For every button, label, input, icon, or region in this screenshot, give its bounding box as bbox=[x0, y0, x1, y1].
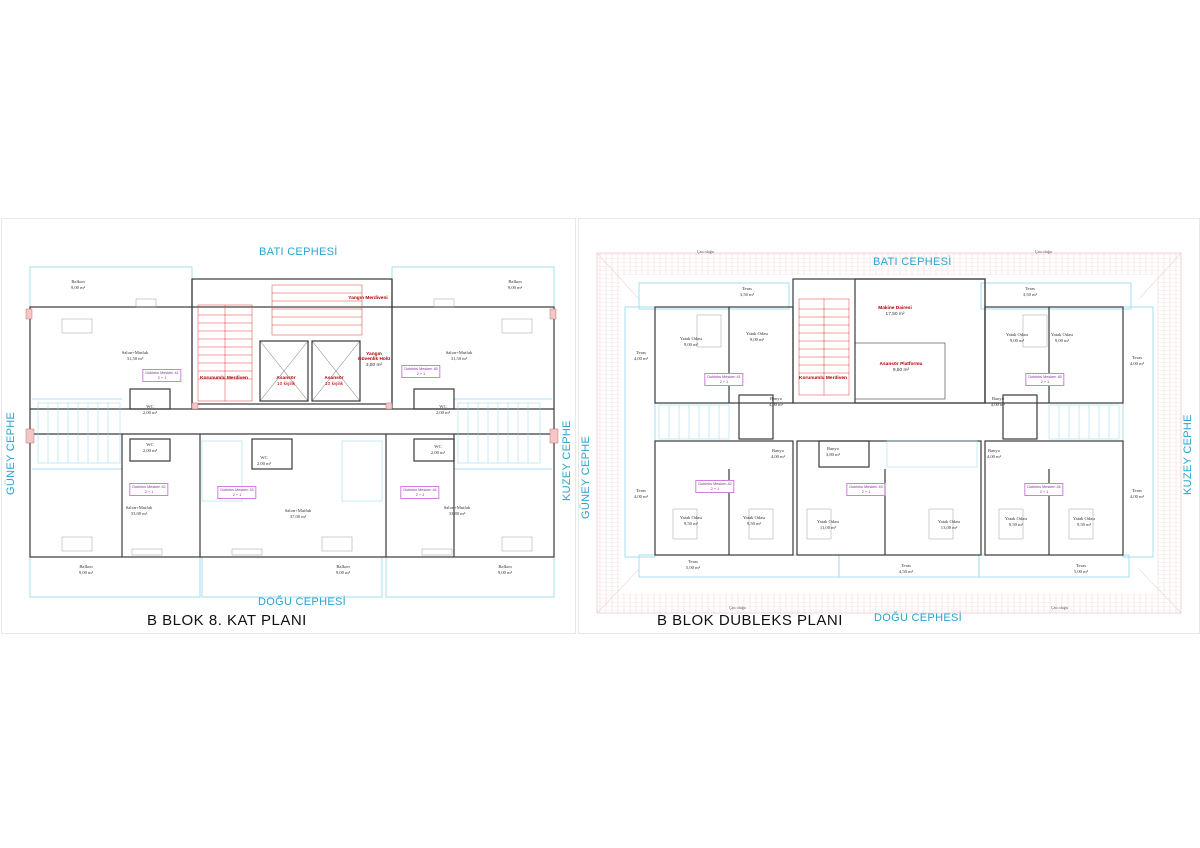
columns bbox=[25, 308, 559, 444]
west-facade-label: BATI CEPHESİ bbox=[259, 246, 338, 258]
south-facade-label: GÜNEY CEPHE bbox=[5, 411, 17, 495]
south-facade-label: GÜNEY CEPHE bbox=[580, 435, 592, 519]
east-facade-label: DOĞU CEPHESİ bbox=[258, 596, 346, 608]
side-stairs bbox=[37, 402, 541, 502]
lift-platform-box bbox=[854, 342, 946, 400]
stair-treads bbox=[197, 284, 363, 402]
stair-treads bbox=[798, 298, 850, 396]
furniture bbox=[61, 298, 533, 556]
walls bbox=[654, 278, 1124, 556]
gutter-label-nw: Çatı oluğu bbox=[697, 249, 714, 254]
floor-plan-duplex: BATI CEPHESİ DOĞU CEPHESİ GÜNEY CEPHE KU… bbox=[578, 218, 1200, 634]
plan1-drawing bbox=[25, 266, 559, 598]
west-facade-label: BATI CEPHESİ bbox=[873, 256, 952, 268]
side-stairs bbox=[658, 404, 1120, 468]
fire-stair-label: Yangın Merdiveni bbox=[348, 296, 388, 301]
roof-ridges bbox=[596, 252, 1182, 614]
lift-crosses bbox=[259, 340, 361, 402]
gutter-label-sw: Çatı oluğu bbox=[729, 605, 746, 610]
floor-plan-8th-floor: BATI CEPHESİ DOĞU CEPHESİ GÜNEY CEPHE KU… bbox=[1, 218, 576, 634]
north-facade-label: KUZEY CEPHE bbox=[561, 420, 573, 501]
gutter-label-se: Çatı oluğu bbox=[1051, 605, 1068, 610]
plan2-drawing bbox=[596, 252, 1182, 614]
protected-stair-label: Korunumlu Merdiven bbox=[200, 376, 248, 381]
east-facade-label: DOĞU CEPHESİ bbox=[874, 612, 962, 624]
protected-stair-label: Korunumlu Merdiven bbox=[799, 376, 847, 381]
north-facade-label: KUZEY CEPHE bbox=[1182, 414, 1194, 495]
roof-inner bbox=[621, 275, 1157, 593]
plan2-title: B BLOK DUBLEKS PLANI bbox=[657, 612, 843, 629]
balcony-outlines bbox=[29, 266, 555, 598]
gutter-label-ne: Çatı oluğu bbox=[1035, 249, 1052, 254]
plan1-title: B BLOK 8. KAT PLANI bbox=[147, 612, 307, 629]
beds bbox=[672, 314, 1094, 540]
